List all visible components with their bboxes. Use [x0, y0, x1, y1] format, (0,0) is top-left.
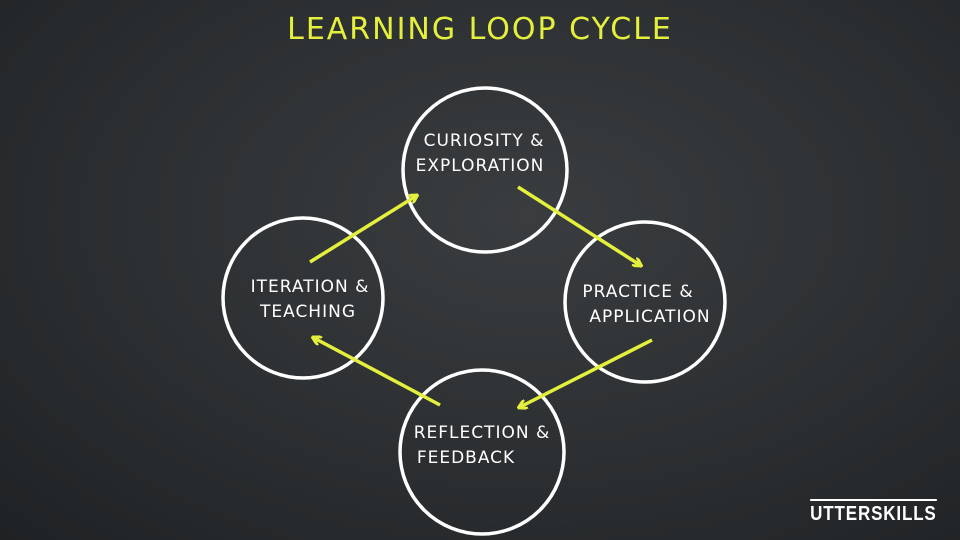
node-label: ITERATION &: [251, 277, 370, 297]
node-label: EXPLORATION: [416, 156, 545, 176]
arrow-curiosity-to-practice: [517, 185, 640, 265]
node-label: APPLICATION: [589, 307, 710, 327]
node-circle-iteration: [221, 216, 385, 380]
node-circle-practice: [563, 220, 727, 384]
node-label: PRACTICE &: [582, 282, 693, 302]
arrow-practice-to-reflection: [520, 338, 653, 407]
slide-title: LEARNING LOOP CYCLE: [287, 12, 673, 47]
node-label: TEACHING: [259, 302, 356, 322]
node-label: FEEDBACK: [417, 448, 515, 468]
node-label: REFLECTION &: [414, 423, 551, 443]
node-circle-reflection: [398, 368, 566, 536]
node-circle-curiosity: [401, 86, 569, 254]
arrow-iteration-to-curiosity: [309, 196, 416, 264]
node-label: CURIOSITY &: [424, 131, 545, 151]
arrow-reflection-to-iteration: [314, 338, 441, 407]
utterskills-logo: UTTERSKILLS: [810, 499, 937, 526]
